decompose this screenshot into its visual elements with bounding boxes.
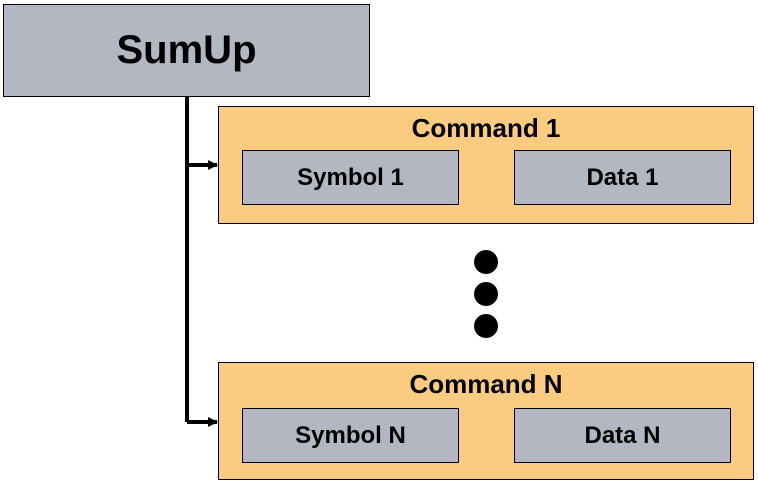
ellipsis-dot [474, 314, 498, 338]
ellipsis-dot [474, 250, 498, 274]
command-n-title: Command N [409, 369, 563, 399]
sumup-label: SumUp [116, 28, 257, 72]
ellipsis-dot [474, 282, 498, 306]
symbol-n-node: Symbol N [242, 408, 459, 463]
sumup-node: SumUp [3, 4, 370, 97]
ellipsis-dots [474, 250, 498, 338]
data-n-label: Data N [584, 421, 661, 449]
symbol-1-label: Symbol 1 [297, 163, 404, 191]
symbol-1-node: Symbol 1 [242, 150, 459, 205]
data-1-node: Data 1 [514, 150, 731, 205]
data-n-node: Data N [514, 408, 731, 463]
symbol-n-label: Symbol N [295, 421, 406, 449]
command-1-title: Command 1 [411, 113, 561, 143]
data-1-label: Data 1 [586, 163, 659, 191]
